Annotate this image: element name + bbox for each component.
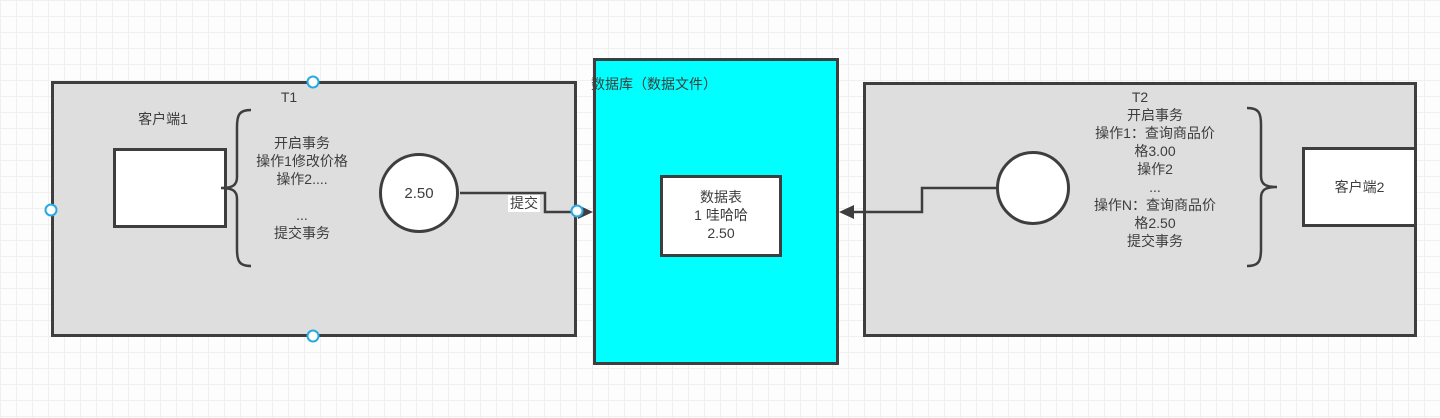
t2-step-line: 格2.50 xyxy=(1134,215,1176,231)
client2-label: 客户端2 xyxy=(1334,179,1385,195)
t2-steps: 开启事务 操作1：查询商品价 格3.00 操作2 ... 操作N：查询商品价 格… xyxy=(1060,106,1250,250)
t1-title: T1 xyxy=(280,89,298,105)
commit-arrowhead-icon xyxy=(578,205,593,219)
price-circle-value: 2.50 xyxy=(404,184,434,202)
client2-rect[interactable]: 客户端2 xyxy=(1302,147,1417,227)
t1-step-line: ... xyxy=(296,207,308,223)
client1-rect[interactable] xyxy=(113,148,227,228)
t2-step-line: 操作2 xyxy=(1137,161,1173,177)
t1-steps: 开启事务 操作1修改价格 操作2.... ... 提交事务 xyxy=(222,134,382,242)
query-circle[interactable] xyxy=(996,151,1070,225)
data-table-text: 数据表 1 哇哈哈 2.50 xyxy=(663,188,779,242)
t2-step-line: 提交事务 xyxy=(1127,233,1183,249)
t2-step-line: 格3.00 xyxy=(1134,143,1176,159)
data-table-box[interactable]: 数据表 1 哇哈哈 2.50 xyxy=(660,175,782,257)
t2-step-line: 操作1：查询商品价 xyxy=(1095,125,1215,141)
t2-step-line: 开启事务 xyxy=(1127,107,1183,123)
t1-step-line: 操作1修改价格 xyxy=(256,153,348,169)
commit-label[interactable]: 提交 xyxy=(508,195,540,212)
t1-step-line: 提交事务 xyxy=(274,225,330,241)
data-table-line: 2.50 xyxy=(707,225,735,241)
data-table-line: 1 哇哈哈 xyxy=(694,207,748,223)
database-title: 数据库（数据文件） xyxy=(591,76,717,92)
t1-step-line: 开启事务 xyxy=(274,135,330,151)
t1-step-line: 操作2.... xyxy=(276,171,328,187)
price-circle[interactable]: 2.50 xyxy=(379,153,459,233)
t2-step-line: ... xyxy=(1149,179,1161,195)
t2-step-line: 操作N：查询商品价 xyxy=(1093,197,1217,213)
t1-step-line xyxy=(222,188,382,206)
read-arrowhead-icon xyxy=(839,205,854,219)
data-table-line: 数据表 xyxy=(700,189,742,205)
t2-title: T2 xyxy=(1131,89,1149,105)
client1-label: 客户端1 xyxy=(138,111,188,127)
